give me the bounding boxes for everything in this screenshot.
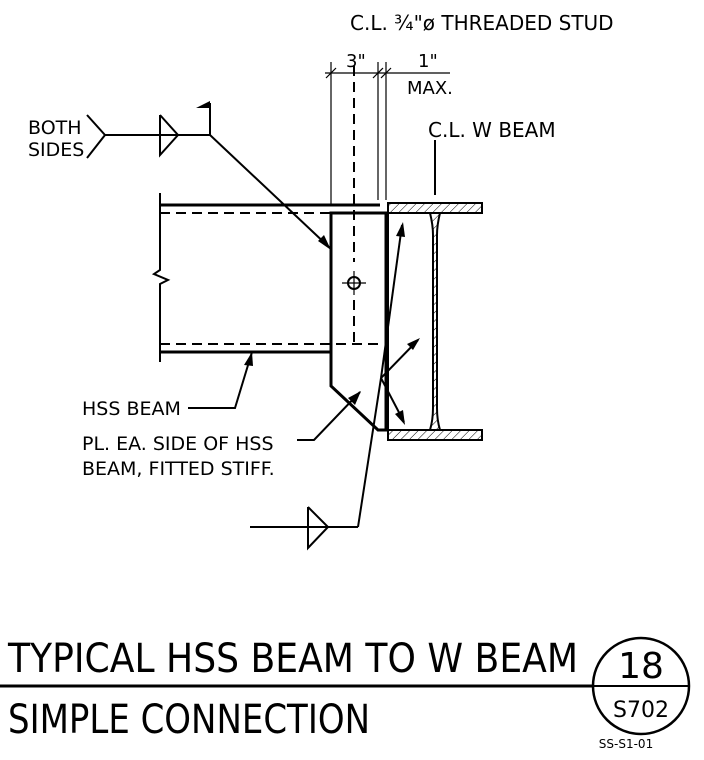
stud-label: C.L. ¾"ø THREADED STUD [350,11,614,35]
break-line [151,193,171,362]
hss-beam-label: HSS BEAM [82,398,181,420]
detail-number: 18 [618,646,664,687]
dimension-lines [325,62,450,205]
both-label: BOTH [28,117,82,139]
weld-symbol-bottom [250,222,420,551]
title-line2: SIMPLE CONNECTION [8,697,370,743]
sides-label: SIDES [28,139,84,161]
plate-leader [297,391,361,441]
hss-beam-leader [188,351,253,409]
w-beam [387,202,483,441]
detail-marker: 18 S702 [591,636,691,736]
hss-beam [151,193,380,362]
weld-symbol-top [86,101,331,250]
dim-1-label: 1" [418,51,438,72]
detail-sheet: S702 [613,698,669,723]
drawing-id: SS-S1-01 [599,737,653,751]
title-line1: TYPICAL HSS BEAM TO W BEAM [7,636,578,682]
dim-max-label: MAX. [407,78,453,99]
shear-plate [329,211,388,432]
cl-w-beam-label: C.L. W BEAM [428,118,556,142]
dim-3-label: 3" [346,51,366,72]
plate-label-line1: PL. EA. SIDE OF HSS [82,433,274,455]
plate-label-line2: BEAM, FITTED STIFF. [82,458,275,480]
